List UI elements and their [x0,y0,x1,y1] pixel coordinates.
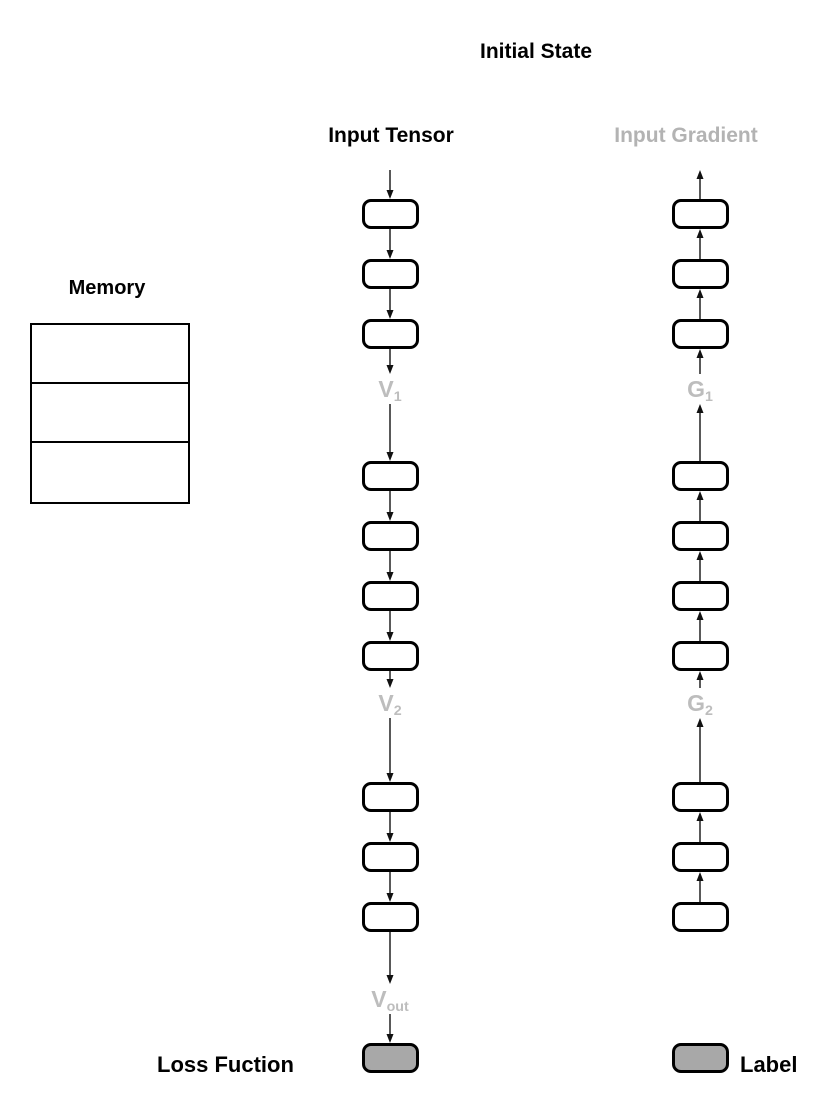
backward-node-1 [671,199,729,229]
backward-arrow-g2-7 [696,671,704,688]
forward-arrow-6-7 [386,611,394,641]
forward-arrow-2-3 [386,289,394,319]
activation-label-v1: V1 [378,376,401,405]
gradient-label-g1-subscript: 1 [704,388,713,405]
forward-arrow-v2-8 [386,718,394,782]
memory-slot-3 [32,443,188,502]
forward-node-2 [361,259,419,289]
forward-arrow-7-v2 [386,671,394,688]
backward-arrow-4-g1 [696,404,704,461]
memory-slot-1 [32,325,188,384]
forward-node-9 [361,842,419,872]
backward-arrow-2-1 [696,229,704,259]
forward-arrow-5-6 [386,551,394,581]
gradient-label-g2: G2 [687,690,713,719]
activation-label-v1-subscript: 1 [393,388,402,405]
gradient-label-g1: G1 [687,376,713,405]
forward-arrow-3-v1 [386,349,394,374]
activation-label-v2-subscript: 2 [393,702,402,719]
column-heading-input-tensor: Input Tensor [328,124,454,147]
gradient-label-g2-subscript: 2 [704,702,713,719]
loss-function-label: Loss Fuction [157,1052,294,1077]
backward-node-5 [671,521,729,551]
forward-arrow-in [386,170,394,199]
backward-node-4 [671,461,729,491]
column-heading-input-gradient: Input Gradient [614,124,758,147]
backward-arrow-5-4 [696,491,704,521]
backward-node-7 [671,641,729,671]
backward-arrow-10-9 [696,872,704,902]
activation-label-vout-subscript: out [386,998,409,1015]
forward-node-3 [361,319,419,349]
forward-node-8 [361,782,419,812]
memory-label: Memory [68,277,146,299]
forward-arrow-1-2 [386,229,394,259]
forward-node-6 [361,581,419,611]
forward-arrow-4-5 [386,491,394,521]
backward-node-8 [671,782,729,812]
gradient-label-g2-base: G [687,690,705,716]
forward-node-7 [361,641,419,671]
activation-label-v2: V2 [378,690,401,719]
loss-function-node [361,1043,419,1073]
backward-arrow-7-6 [696,611,704,641]
forward-arrow-v1-4 [386,404,394,461]
activation-label-v2-base: V [378,690,394,716]
forward-arrow-9-10 [386,872,394,902]
label-node [671,1043,729,1073]
backward-arrow-9-8 [696,812,704,842]
label-text: Label [740,1052,798,1077]
backward-arrow-6-5 [696,551,704,581]
backward-node-10 [671,902,729,932]
activation-label-v1-base: V [378,376,394,402]
forward-arrow-10-vout [386,932,394,984]
forward-node-1 [361,199,419,229]
forward-arrow-vout-loss [386,1014,394,1043]
backward-node-6 [671,581,729,611]
memory-table [30,323,190,504]
activation-label-vout: Vout [371,986,409,1015]
activation-label-vout-base: V [371,986,387,1012]
memory-slot-2 [32,384,188,443]
backward-node-2 [671,259,729,289]
forward-arrow-8-9 [386,812,394,842]
forward-node-5 [361,521,419,551]
page-title: Initial State [479,40,593,63]
backward-arrow-g1-3 [696,349,704,374]
backward-node-9 [671,842,729,872]
backward-node-3 [671,319,729,349]
forward-node-10 [361,902,419,932]
backward-arrow-out [696,170,704,199]
gradient-label-g1-base: G [687,376,705,402]
backward-arrow-8-g2 [696,718,704,782]
forward-node-4 [361,461,419,491]
backward-arrow-3-2 [696,289,704,319]
